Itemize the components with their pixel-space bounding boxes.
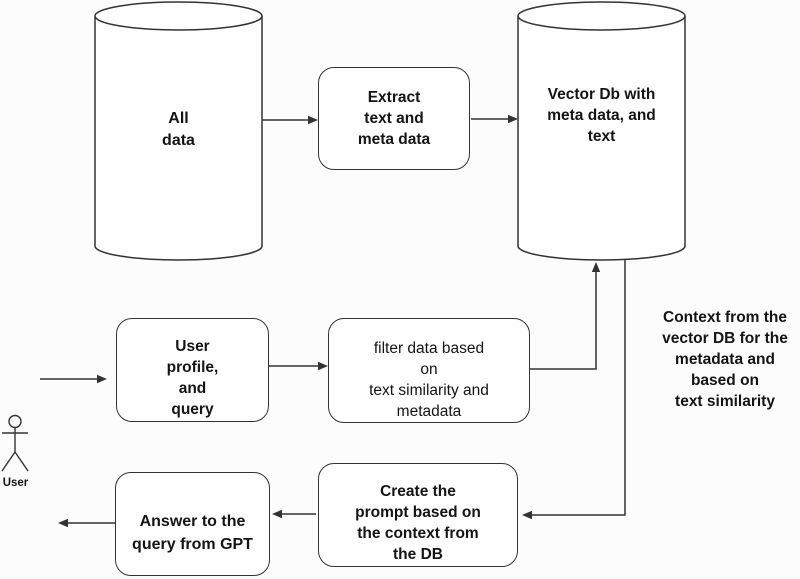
all-data-label: All data [162, 110, 195, 149]
answer-box: Answer to the query from GPT [115, 472, 270, 576]
arrow-filter-to-vectordb [530, 262, 601, 370]
context-note: Context from the vector DB for the metad… [662, 309, 788, 410]
arrow-answer-to-user [58, 518, 115, 528]
all-data-cylinder [94, 1, 263, 261]
arrow-profile-to-filter [269, 361, 328, 371]
arrow-create-prompt-to-answer [272, 509, 316, 519]
create-prompt-box: Create the prompt based on the context f… [318, 463, 518, 567]
user-profile-box: User profile, and query [116, 318, 269, 422]
vector-db-label: Vector Db with meta data, and text [547, 86, 656, 145]
vector-db-cylinder [517, 1, 686, 261]
arrow-from-user [40, 374, 107, 384]
user-actor-icon [1, 414, 29, 472]
user-actor-label: User [2, 477, 29, 489]
arrow-alldata-to-extract [262, 115, 318, 125]
extract-box: Extract text and meta data [318, 67, 470, 170]
arrow-extract-to-vectordb [471, 114, 518, 124]
filter-box: filter data based on text similarity and… [328, 318, 530, 423]
arrow-vectordb-to-create-prompt [522, 259, 626, 520]
